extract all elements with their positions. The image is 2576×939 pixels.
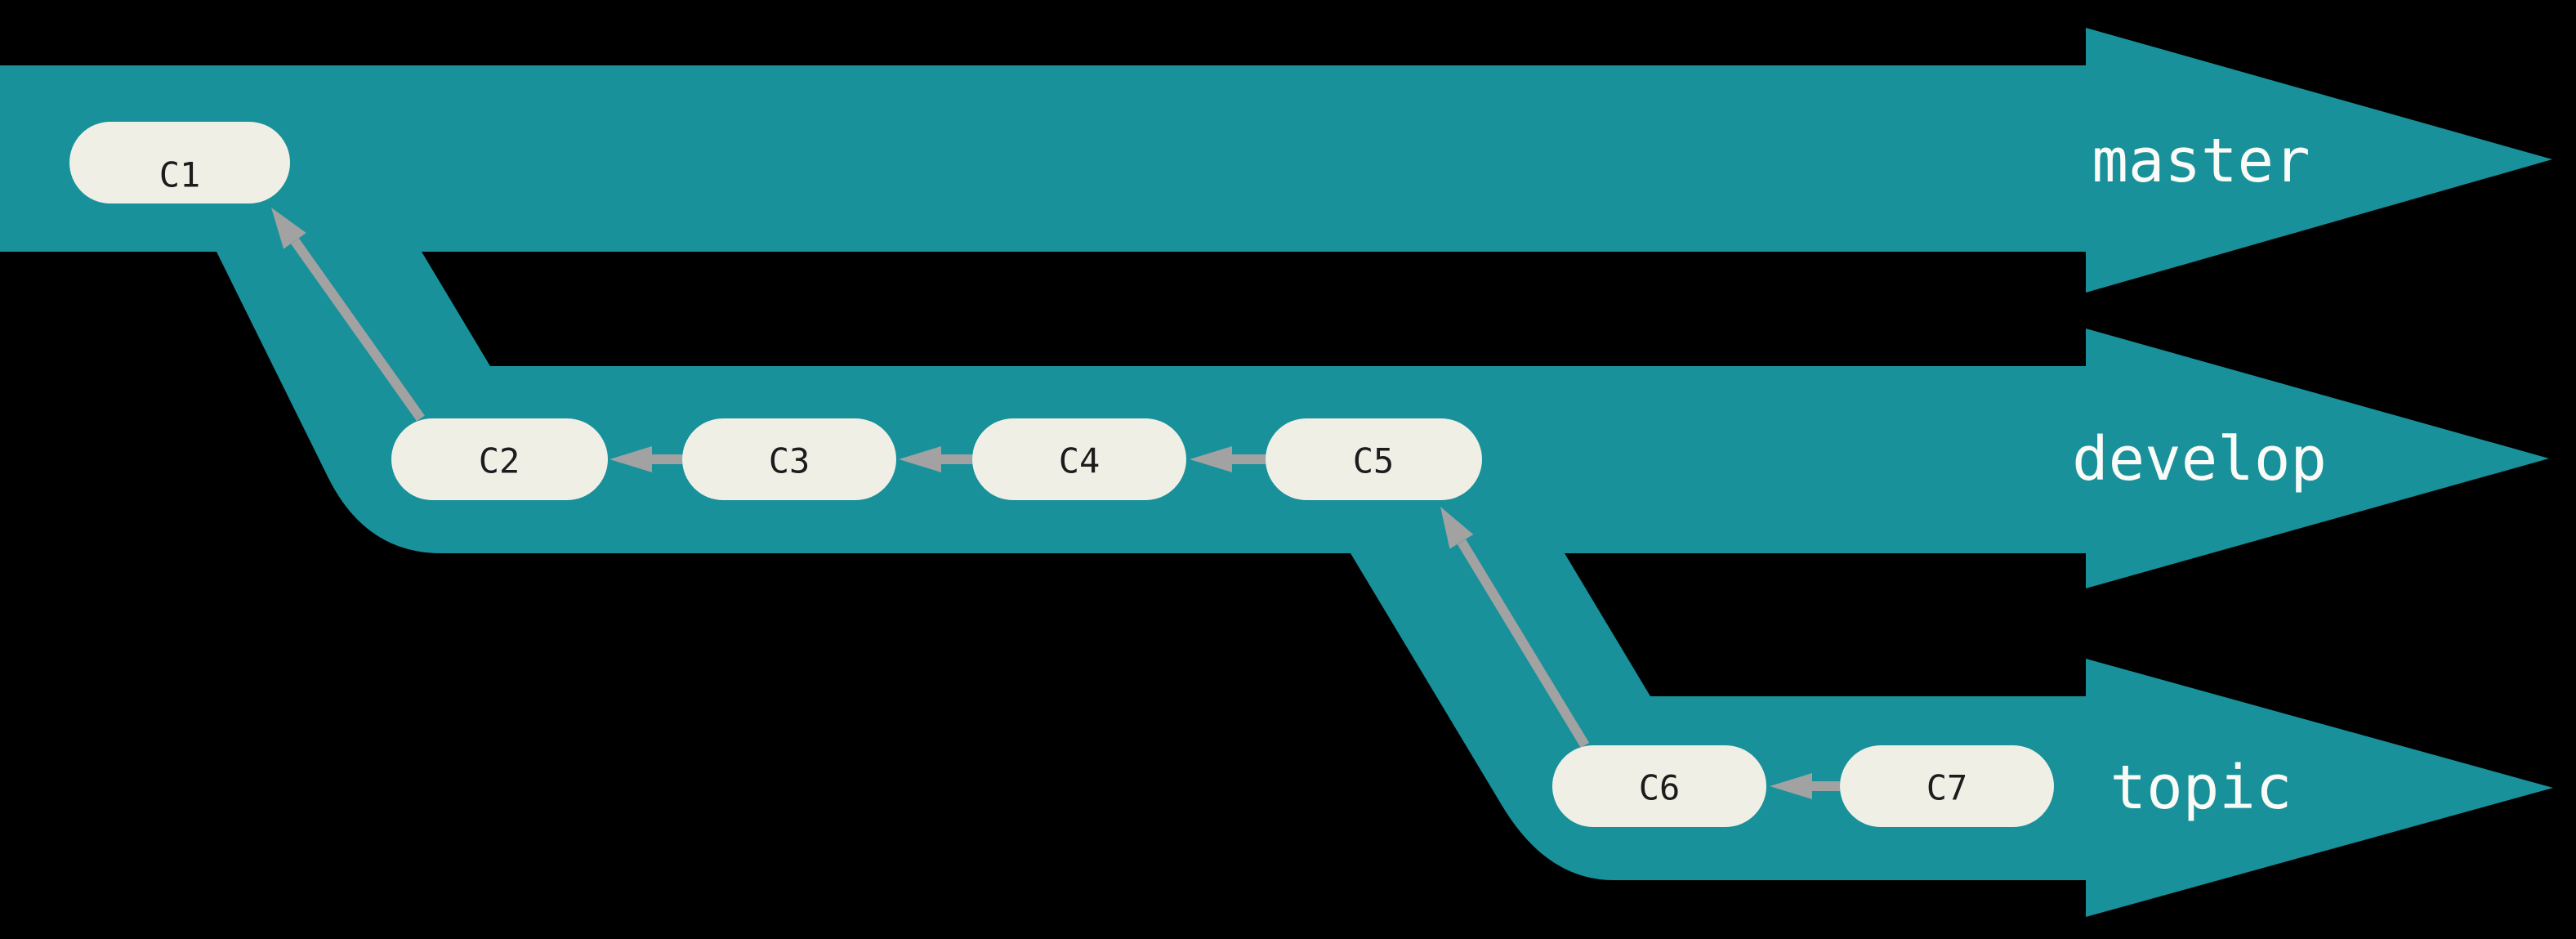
commit-node-shape	[1552, 745, 1766, 827]
commit-node-shape	[1840, 745, 2054, 827]
arrowhead-icon	[1440, 507, 1474, 549]
parent-arrow-c5-c4	[1190, 446, 1266, 472]
commit-node-shape	[391, 418, 608, 500]
arrowhead-icon	[609, 446, 652, 472]
parent-arrow-c7-c6	[1770, 773, 1840, 799]
branch-label-topic: topic	[2110, 753, 2293, 823]
commit-node-c6: C6	[1552, 745, 1766, 827]
commit-node-shape	[1266, 418, 1482, 500]
arrowhead-icon	[1770, 773, 1812, 799]
commit-node-shape	[972, 418, 1186, 500]
commit-node-c3: C3	[682, 418, 896, 500]
commit-label: C1	[159, 155, 201, 195]
commit-label: C5	[1353, 441, 1395, 481]
parent-arrow-c3-c2	[609, 446, 682, 472]
commit-label: C7	[1926, 768, 1968, 808]
arrowhead-icon	[899, 446, 941, 472]
commit-node-c7: C7	[1840, 745, 2054, 827]
master-branch-band	[0, 28, 2552, 293]
arrowhead-icon	[271, 208, 306, 249]
commit-label: C2	[479, 441, 520, 481]
commit-node-shape	[682, 418, 896, 500]
commit-node-c4: C4	[972, 418, 1186, 500]
commit-node-shape	[69, 122, 290, 203]
parent-arrow-c4-c3	[899, 446, 972, 472]
parent-arrow-c2-c1	[271, 208, 425, 422]
commit-label: C4	[1059, 441, 1100, 481]
branch-label-develop: develop	[2072, 424, 2327, 494]
commit-node-c2: C2	[391, 418, 608, 500]
commit-node-c1: C1	[69, 122, 290, 203]
branch-label-master: master	[2092, 126, 2310, 196]
commit-label: C6	[1639, 768, 1681, 808]
topic-branch-band	[1351, 553, 2553, 917]
arrow-shaft	[1457, 539, 1590, 749]
commit-label: C3	[769, 441, 810, 481]
parent-arrow-c6-c5	[1440, 507, 1590, 749]
arrow-shaft	[291, 238, 425, 422]
commit-node-c5: C5	[1266, 418, 1482, 500]
arrowhead-icon	[1190, 446, 1232, 472]
